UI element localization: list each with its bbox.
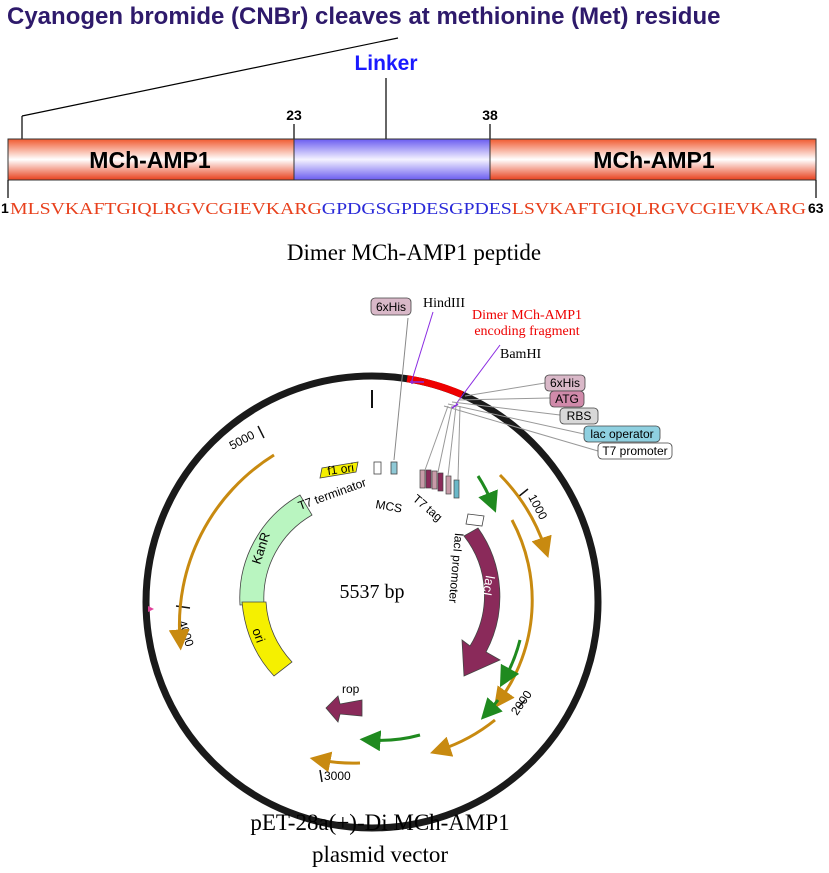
feature-ori — [241, 601, 293, 677]
callout-rbs — [559, 407, 599, 425]
callout-lac-operator-label: lac operator — [590, 427, 653, 441]
tick-2000 — [517, 699, 526, 709]
cleavage-pointer-line — [21, 37, 399, 117]
insert-region — [406, 375, 464, 398]
segment-right-label: MCh-AMP1 — [593, 147, 715, 173]
feature-t7-tag-cluster — [419, 469, 460, 499]
green-arc-3 — [480, 697, 503, 720]
plasmid-caption-line2: plasmid vector — [312, 842, 448, 867]
sequence-part-1: MLSVKAFTGIQLRGVCGIEVKARG — [10, 199, 322, 218]
bamhi-bracket — [451, 403, 459, 409]
tick-label-3000: 3000 — [324, 769, 351, 783]
callout-t7-promoter — [597, 442, 673, 460]
position-1: 1 — [1, 200, 9, 216]
tick-label-1000: 1000 — [525, 492, 550, 522]
peptide-caption: Dimer MCh-AMP1 peptide — [287, 240, 541, 265]
callout-t7-promoter-label: T7 promoter — [602, 444, 667, 458]
segment-linker — [293, 138, 491, 181]
sequence-part-2: LSVKAFTGIQLRGVCGIEVKARG — [512, 199, 806, 218]
plasmid-size: 5537 bp — [340, 581, 405, 603]
stray-marker — [148, 606, 154, 612]
figure-title: Cyanogen bromide (CNBr) cleaves at methi… — [7, 3, 720, 30]
feature-label-t7-terminator: T7 terminator — [296, 475, 368, 513]
position-63: 63 — [808, 200, 824, 216]
green-arc-4 — [359, 730, 421, 752]
orf-arc-right-long — [493, 519, 534, 709]
orf-arc-bottom-right — [430, 718, 496, 757]
tick-4000 — [175, 605, 191, 609]
feature-label-mcs: MCS — [374, 497, 403, 515]
position-38: 38 — [482, 107, 498, 123]
feature-rop — [325, 695, 363, 723]
callout-hindiii-label: HindIII — [423, 296, 465, 311]
tick-label-2000: 2000 — [508, 688, 535, 718]
hindiii-bracket — [410, 380, 424, 384]
tick-5000 — [257, 425, 265, 439]
segment-mch-amp1-right — [489, 138, 817, 181]
position-23: 23 — [286, 107, 302, 123]
segment-mch-amp1-left — [7, 138, 295, 181]
tick-3000 — [319, 769, 323, 783]
green-arcs — [359, 475, 522, 752]
feature-label-f1-ori: f1 ori — [326, 460, 354, 478]
linker-label: Linker — [354, 52, 417, 75]
feature-label-t7-tag: T7 tag — [410, 492, 445, 525]
segment-left-label: MCh-AMP1 — [89, 147, 211, 173]
callout-leaders — [393, 311, 599, 481]
orf-arc-bottom — [309, 751, 361, 773]
green-arc-2 — [499, 639, 522, 688]
callout-6xhis-left — [370, 297, 412, 316]
tick-label-5000: 5000 — [227, 428, 257, 453]
feature-mcs — [390, 461, 398, 475]
feature-label-laci: lacI — [480, 574, 498, 597]
feature-laci-promoter — [465, 513, 485, 527]
plasmid-backbone — [142, 372, 602, 832]
callout-6xhis-left-label: 6xHis — [376, 300, 406, 314]
plasmid-caption-line1: pET-28a(+)-Di MCh-AMP1 — [250, 810, 509, 835]
feature-t7-terminator — [373, 461, 382, 475]
callout-lac-operator — [583, 425, 661, 443]
orf-arc-left — [168, 453, 275, 651]
feature-label-ori: ori — [249, 626, 268, 645]
sequence-linker: GPDGSGPDESGPDES — [322, 199, 512, 218]
tick-1000 — [517, 488, 529, 498]
callout-atg-label: ATG — [555, 392, 579, 406]
callout-rbs-label: RBS — [567, 409, 592, 423]
callout-bamhi-label: BamHI — [500, 347, 542, 362]
feature-f1-ori — [319, 461, 359, 479]
orf-arc-right-outer — [498, 473, 552, 558]
feature-label-laci-promoter: lacI promoter — [446, 533, 466, 604]
feature-label-rop: rop — [342, 682, 360, 696]
callout-insert-line2: encoding fragment — [474, 324, 579, 339]
callout-atg — [549, 390, 585, 408]
callout-insert-line1: Dimer MCh-AMP1 — [472, 308, 582, 323]
feature-laci — [461, 527, 501, 677]
callout-6xhis-right-label: 6xHis — [550, 376, 580, 390]
green-arc-1 — [476, 475, 498, 513]
